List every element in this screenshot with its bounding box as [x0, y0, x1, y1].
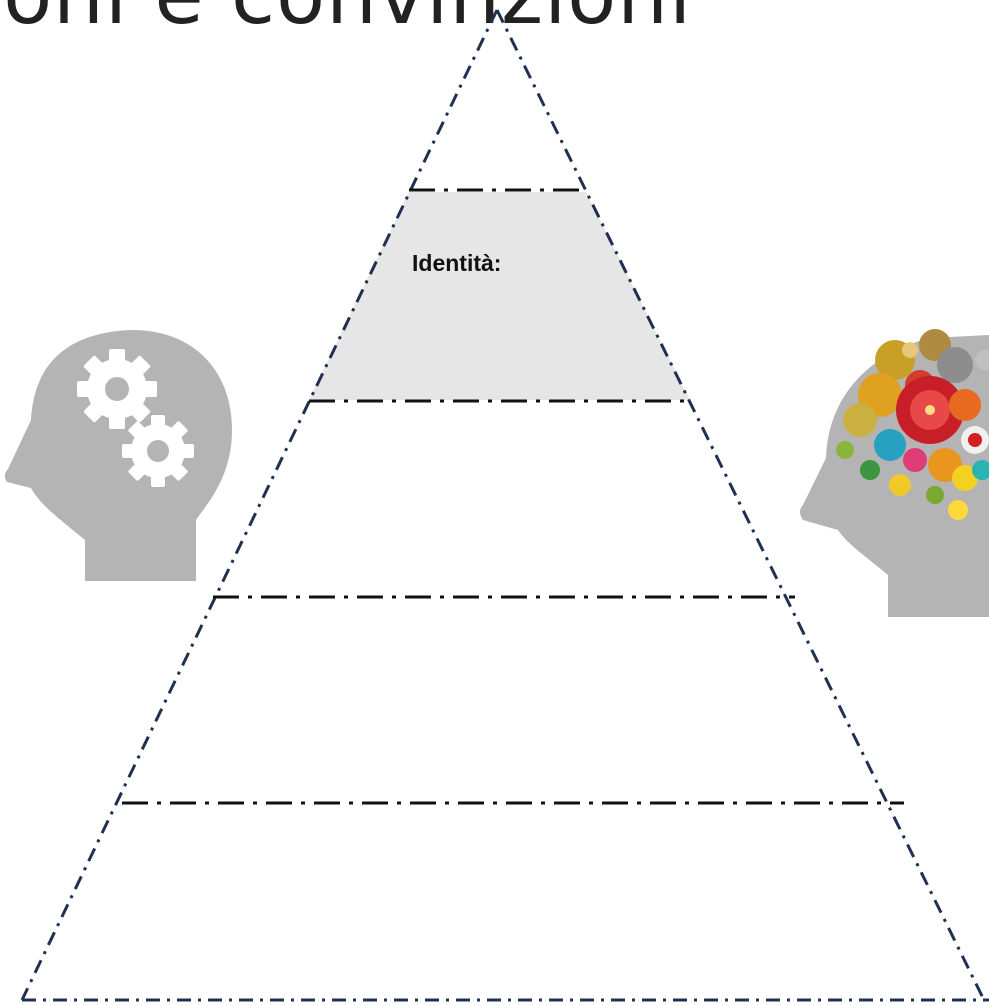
small-gear: [122, 415, 194, 487]
head-with-gears-icon: [4, 330, 233, 581]
pyramid-dividers: [122, 188, 904, 805]
gear-brain-cluster: [836, 329, 989, 520]
large-gear: [77, 349, 157, 429]
pyramid-outline: [20, 9, 986, 1001]
pyramid-level-identity-label: Identità:: [412, 250, 502, 276]
pyramid-level-2-fill: [309, 192, 690, 400]
pyramid-left-side: [20, 9, 499, 1001]
head-with-colorful-gears-brain-icon: [800, 329, 989, 617]
left-head-silhouette: [4, 330, 233, 581]
slide-title: ioni e convinzioni: [0, 0, 692, 36]
